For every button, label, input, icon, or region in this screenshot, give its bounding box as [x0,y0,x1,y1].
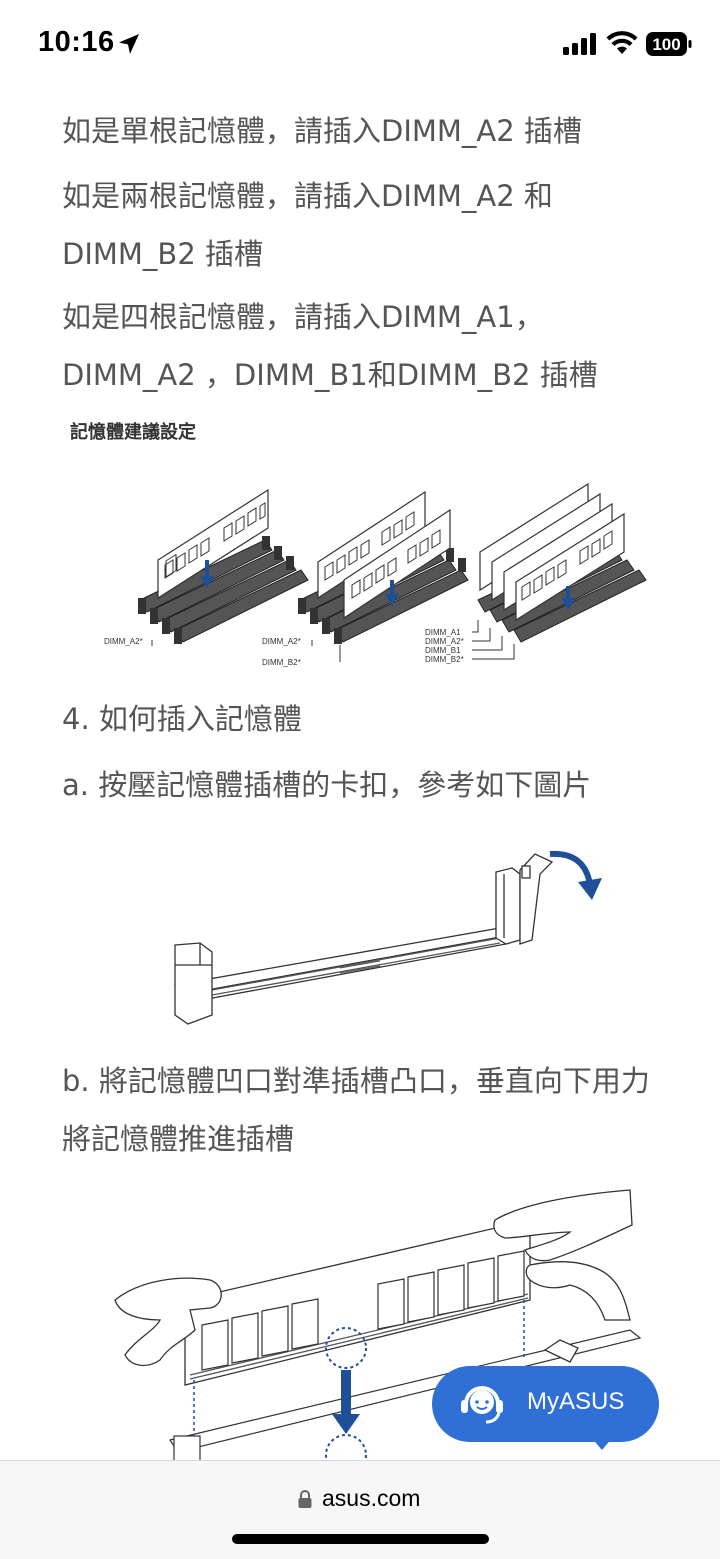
battery-icon: 100 [646,32,692,56]
label-quad-a1: DIMM_A1 [425,628,461,637]
figure-title: 記憶體建議設定 [70,422,196,443]
step-b-text: b. 將記憶體凹口對準插槽凸口，垂直向下用力將記憶體推進插槽 [62,1064,650,1156]
home-indicator[interactable] [232,1534,489,1544]
single-dimm-diagram: DIMM_A2* [104,488,309,646]
paragraph-dual-dimm: 如是兩根記憶體，請插入DIMM_A2 和 DIMM_B2 插槽 [62,179,553,271]
cellular-signal-icon [563,33,596,55]
label-dual-a2: DIMM_A2* [262,637,301,646]
battery-level: 100 [652,35,680,54]
status-time: 10:16 [38,26,115,58]
step-a-text: a. 按壓記憶體插槽的卡扣，參考如下圖片 [62,768,592,802]
lock-icon [298,1490,312,1508]
label-quad-b1: DIMM_B1 [425,646,461,655]
quad-dimm-diagram: DIMM_A1 DIMM_A2* DIMM_B1 DIMM_B2* [425,482,647,664]
label-dual-b2: DIMM_B2* [262,658,301,667]
support-agent-icon [461,1386,503,1424]
dimm-configuration-figure: DIMM_A2* [104,482,647,667]
label-single-a2: DIMM_A2* [104,637,143,646]
myasus-chat-button[interactable]: MyASUS [432,1366,659,1442]
paragraph-single-dimm: 如是單根記憶體，請插入DIMM_A2 插槽 [62,114,582,148]
dimm-slot-latch-figure [174,850,602,1025]
label-quad-b2: DIMM_B2* [425,655,464,664]
location-arrow-icon [119,34,139,54]
wifi-icon [606,31,638,54]
myasus-label: MyASUS [527,1388,625,1415]
status-bar: 10:16 100 [0,0,720,88]
label-quad-a2: DIMM_A2* [425,637,464,646]
paragraph-quad-dimm: 如是四根記憶體，請插入DIMM_A1，DIMM_A2 ，DIMM_B1和DIMM… [62,300,598,392]
url-domain: asus.com [322,1485,421,1511]
dual-dimm-diagram: DIMM_A2* DIMM_B2* [262,490,469,667]
myasus-bubble-tail [590,1436,614,1450]
step-4-heading: 4. 如何插入記憶體 [62,702,302,736]
browser-url-bar[interactable]: asus.com [0,1460,720,1559]
dimm-insert-figure [114,1189,642,1470]
